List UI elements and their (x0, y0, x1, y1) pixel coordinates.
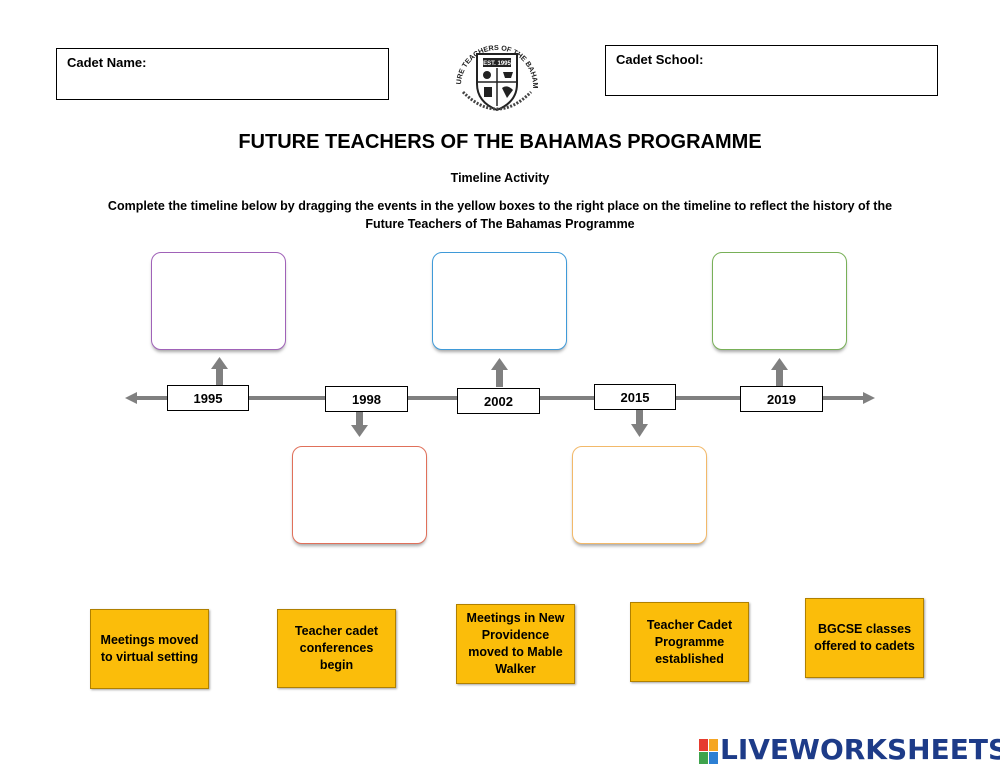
arrowhead-2015 (631, 424, 648, 437)
arrow-2015 (636, 410, 643, 424)
timeline-left-arrowhead (125, 392, 137, 404)
logo-seal-icon: FUTURE TEACHERS OF THE BAHAMAS EST. 1995 (444, 23, 540, 112)
cadet-school-label: Cadet School: (616, 52, 704, 67)
event-card[interactable]: BGCSE classes offered to cadets (805, 598, 924, 678)
drop-zone-2002[interactable] (432, 252, 567, 350)
arrowhead-1998 (351, 425, 368, 437)
svg-text:EST. 1995: EST. 1995 (483, 61, 511, 67)
year-label-1995: 1995 (167, 385, 249, 411)
arrow-1995 (216, 369, 223, 385)
activity-subtitle: Timeline Activity (450, 171, 550, 185)
brand-wordmark: LIVEWORKSHEETS (720, 733, 1000, 766)
arrow-2002 (496, 370, 503, 387)
liveworksheets-logo-icon (698, 738, 720, 766)
arrowhead-2019 (771, 358, 788, 370)
cadet-name-label: Cadet Name: (67, 55, 147, 70)
arrow-2019 (776, 370, 783, 386)
year-label-2019: 2019 (740, 386, 823, 412)
event-card[interactable]: Meetings moved to virtual setting (90, 609, 209, 689)
drop-zone-2015[interactable] (572, 446, 707, 544)
event-card[interactable]: Teacher Cadet Programme established (630, 602, 749, 682)
instructions-text: Complete the timeline below by dragging … (107, 199, 893, 231)
cadet-school-field[interactable]: Cadet School: (605, 45, 938, 96)
year-label-1998: 1998 (325, 386, 408, 412)
event-card[interactable]: Meetings in New Providence moved to Mabl… (456, 604, 575, 684)
event-card[interactable]: Teacher cadet conferences begin (277, 609, 396, 688)
arrow-1998 (356, 411, 363, 425)
year-label-2002: 2002 (457, 388, 540, 414)
arrowhead-2002 (491, 358, 508, 370)
timeline-right-arrowhead (863, 392, 875, 404)
drop-zone-1998[interactable] (292, 446, 427, 544)
arrowhead-1995 (211, 357, 228, 369)
year-label-2015: 2015 (594, 384, 676, 410)
drop-zone-1995[interactable] (151, 252, 286, 350)
programme-logo: FUTURE TEACHERS OF THE BAHAMAS EST. 1995 (444, 23, 547, 120)
page-title: FUTURE TEACHERS OF THE BAHAMAS PROGRAMME (238, 131, 762, 153)
cadet-name-field[interactable]: Cadet Name: (56, 48, 389, 100)
drop-zone-2019[interactable] (712, 252, 847, 350)
